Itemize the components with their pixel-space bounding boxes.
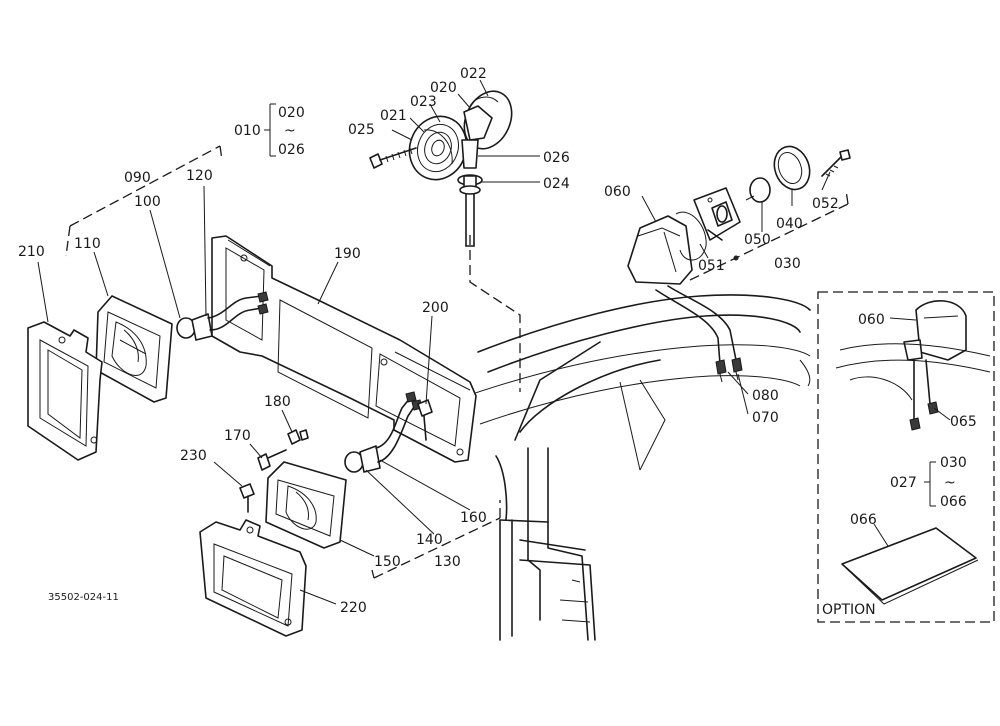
label-023: 023	[410, 94, 437, 110]
leader-lines	[37, 79, 831, 605]
label-030: 030	[774, 256, 801, 272]
part-labels: 010 020 ~ 026 025 021 023 020 022 026 02…	[18, 66, 977, 618]
label-180: 180	[264, 394, 291, 410]
lower-headlight-bezel	[199, 519, 307, 637]
label-200: 200	[422, 300, 449, 316]
label-140: 140	[416, 532, 443, 548]
label-021: 021	[380, 108, 407, 124]
option-box	[817, 291, 995, 623]
label-066-range-end: 066	[940, 494, 967, 510]
label-020: 020	[430, 80, 457, 96]
label-027: 027	[890, 475, 917, 491]
label-052: 052	[812, 196, 839, 212]
label-051: 051	[698, 258, 725, 274]
upper-headlight-bezel	[27, 321, 103, 461]
lower-headlight-unit	[265, 461, 347, 549]
label-190: 190	[334, 246, 361, 262]
label-025: 025	[348, 122, 375, 138]
label-090: 090	[124, 170, 151, 186]
label-130: 130	[434, 554, 461, 570]
label-160: 160	[460, 510, 487, 526]
label-range-tilde: ~	[284, 123, 296, 139]
label-220: 220	[340, 600, 367, 616]
label-100: 100	[134, 194, 161, 210]
label-040: 040	[776, 216, 803, 232]
label-065: 065	[950, 414, 977, 430]
label-010: 010	[234, 123, 261, 139]
label-060-option: 060	[858, 312, 885, 328]
label-230: 230	[180, 448, 207, 464]
headlight-bracket	[211, 235, 477, 463]
label-150: 150	[374, 554, 401, 570]
label-066: 066	[850, 512, 877, 528]
label-070: 070	[752, 410, 779, 426]
label-020-range-start: 020	[278, 105, 305, 121]
option-label: OPTION	[822, 602, 876, 618]
nut-180	[287, 429, 309, 445]
drawing-number: 35502-024-11	[48, 592, 119, 603]
label-080: 080	[752, 388, 779, 404]
warning-lamp-stem-guide	[469, 235, 521, 392]
rear-lamp-assembly	[627, 145, 851, 383]
label-210: 210	[18, 244, 45, 260]
label-120: 120	[186, 168, 213, 184]
label-022: 022	[460, 66, 487, 82]
label-024: 024	[543, 176, 570, 192]
bolt-170	[257, 449, 287, 471]
upper-headlight-bulb	[176, 291, 269, 341]
label-170: 170	[224, 428, 251, 444]
bolt-200	[417, 399, 433, 441]
group-dash-lines	[65, 103, 849, 579]
label-026: 026	[543, 150, 570, 166]
label-026-range-end: 026	[278, 142, 305, 158]
label-110: 110	[74, 236, 101, 252]
tractor-body-outline	[454, 294, 811, 641]
upper-headlight-unit	[95, 295, 173, 403]
label-050: 050	[744, 232, 771, 248]
screw-230	[239, 483, 255, 513]
label-030-range-start: 030	[940, 455, 967, 471]
label-range-tilde-option: ~	[944, 475, 956, 491]
lower-headlight-bulb	[344, 391, 423, 473]
label-060: 060	[604, 184, 631, 200]
